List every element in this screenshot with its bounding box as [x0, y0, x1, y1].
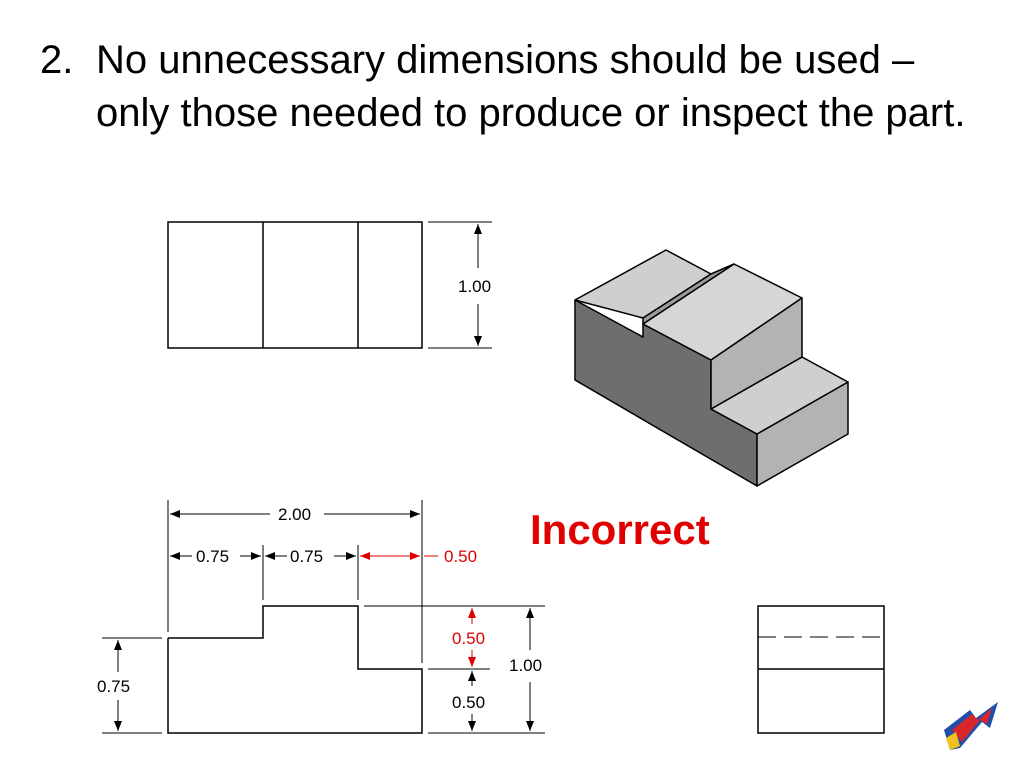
front-view: [167, 605, 423, 734]
lower-height-label: 0.50: [452, 693, 485, 712]
isometric-view: [574, 249, 849, 487]
redundant-width-label: 0.50: [444, 547, 477, 566]
middle-width-label: 0.75: [290, 547, 323, 566]
overall-width-label: 2.00: [278, 505, 311, 524]
top-view-outline: [167, 221, 423, 349]
iso-side-middle: [710, 297, 803, 410]
front-view-outline: [167, 605, 423, 734]
point-text: No unnecessary dimensions should be used…: [96, 38, 966, 135]
iso-step-face: [642, 263, 735, 325]
redundant-step-label: 0.50: [452, 629, 485, 648]
top-view-height-dimension: [428, 221, 492, 349]
overall-height-label: 1.00: [509, 656, 542, 675]
verdict-label: Incorrect: [530, 506, 710, 553]
left-height-label: 0.75: [97, 677, 130, 696]
top-view-height-label: 1.00: [458, 277, 491, 296]
side-view: [757, 605, 885, 734]
left-width-label: 0.75: [196, 547, 229, 566]
front-view-extension-lines: [102, 500, 545, 734]
point-number: 2.: [40, 38, 74, 82]
arrow-logo-icon[interactable]: [942, 700, 1000, 754]
top-view: [167, 221, 423, 349]
